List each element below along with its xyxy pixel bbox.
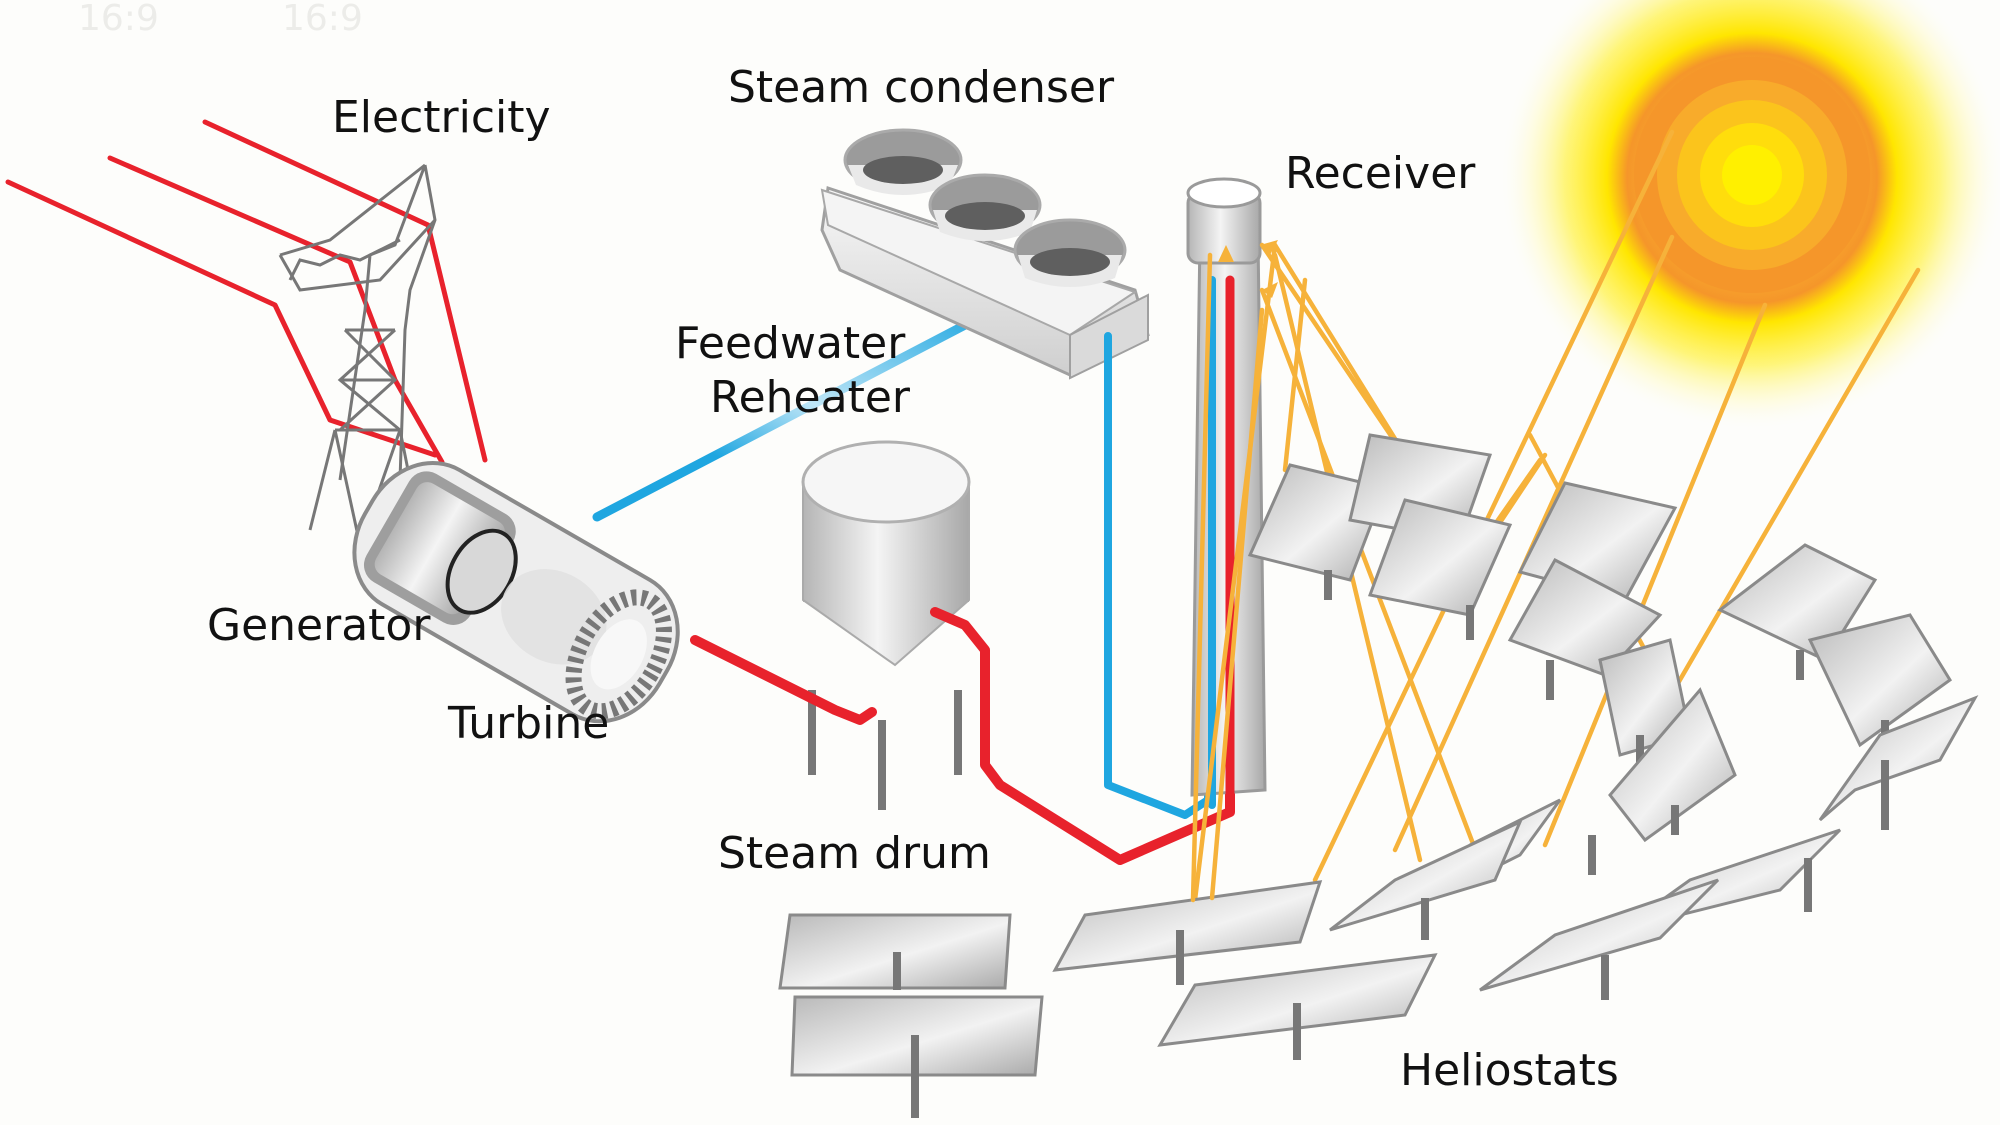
heliostat [778, 913, 1012, 990]
heliostat [1367, 498, 1513, 640]
label-receiver: Receiver [1285, 148, 1476, 199]
heliostat [1247, 463, 1388, 600]
generator-icon [363, 471, 518, 625]
label-generator: Generator [207, 600, 431, 651]
watermark-text: 16:9 [78, 0, 159, 39]
label-electricity: Electricity [332, 92, 551, 143]
sun-ray [1209, 307, 1265, 901]
sun-ray [1190, 252, 1213, 903]
turbine-steam-pipe [690, 635, 877, 725]
heliostat [1608, 687, 1737, 843]
sun-icon [1502, 0, 2000, 428]
receiver-tower-icon [1186, 177, 1267, 815]
label-reheater: Reheater [710, 372, 911, 423]
label-heliostats: Heliostats [1400, 1045, 1619, 1096]
receiver-hot-steam-pipe [930, 275, 1235, 865]
steam-drum-icon [801, 440, 971, 810]
heliostat [790, 995, 1044, 1118]
label-steam-condenser: Steam condenser [728, 62, 1115, 113]
heliostat [1329, 818, 1523, 940]
heliostat [1479, 878, 1720, 1000]
feedwater-reheater-pipe [592, 307, 995, 522]
heliostat [1818, 695, 1979, 830]
generator-turbine-housing [352, 461, 680, 724]
heliostat [1157, 953, 1438, 1060]
watermark-text: 16:9 [282, 0, 363, 39]
steam-condenser-icon [820, 128, 1150, 380]
heliostat [1052, 880, 1323, 985]
turbine-icon [501, 569, 672, 720]
heliostat-field [778, 433, 1979, 1118]
label-turbine: Turbine [447, 698, 609, 749]
label-feedwater: Feedwater [675, 318, 906, 369]
power-lines [5, 119, 488, 465]
receiver-icon [1186, 177, 1262, 265]
label-steam-drum: Steam drum [718, 828, 991, 879]
